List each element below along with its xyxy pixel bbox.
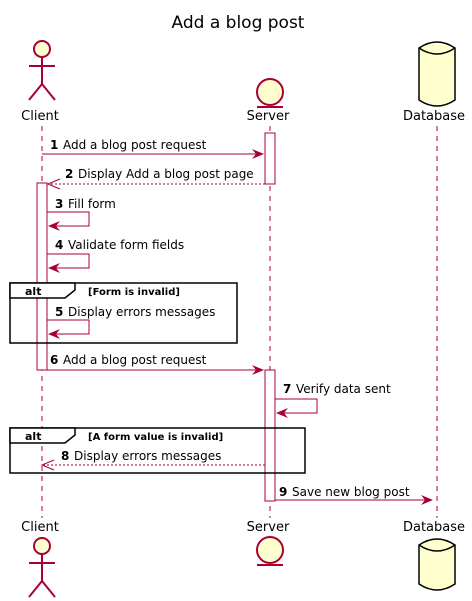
alt-fragment-2 [9,427,306,474]
message-8-number: 8 [61,449,69,463]
message-7-label: Verify data sent [296,382,391,396]
message-5 [47,319,90,339]
server-activation-1 [264,132,276,185]
message-1 [42,149,264,159]
message-3-number: 3 [55,197,63,211]
database-label-bottom: Database [403,520,465,535]
alt-fragment-2-guard: [A form value is invalid] [88,432,223,443]
client-label-top: Client [21,109,59,124]
alt-fragment-1 [9,282,238,344]
message-5-label: Display errors messages [68,305,215,319]
server-activation-2 [264,369,276,502]
message-6-label: Add a blog post request [63,353,207,367]
database-label-top: Database [403,109,465,124]
message-6-number: 6 [50,353,58,367]
database-icon-bottom [418,538,456,591]
message-8-label: Display errors messages [74,449,221,463]
message-7 [275,398,318,418]
message-3 [47,211,90,231]
server-label-top: Server [247,109,290,124]
message-3-label: Fill form [68,197,116,211]
database-icon-top [418,41,456,107]
message-4-label: Validate form fields [68,238,184,252]
server-label-bottom: Server [247,520,290,535]
message-4 [47,253,90,273]
server-entity-bottom [256,536,284,566]
alt-fragment-1-guard: [Form is invalid] [88,287,180,298]
client-activation [36,182,48,371]
alt-fragment-2-keyword: alt [25,430,41,443]
message-1-number: 1 [50,138,58,152]
message-1-label: Add a blog post request [63,138,207,152]
message-6 [42,365,264,375]
message-9-number: 9 [279,485,287,499]
message-2-number: 2 [65,167,73,181]
client-actor-bottom [28,537,56,598]
message-2-label: Display Add a blog post page [78,167,254,181]
server-entity-top [256,78,284,108]
message-5-number: 5 [55,305,63,319]
alt-fragment-1-keyword: alt [25,285,41,298]
message-9-label: Save new blog post [292,485,410,499]
message-9 [275,495,433,505]
client-actor-top [28,40,56,101]
message-2 [46,178,265,190]
client-label-bottom: Client [21,520,59,535]
diagram-title: Add a blog post [172,13,305,33]
message-4-number: 4 [55,238,63,252]
message-8 [40,459,265,471]
message-7-number: 7 [283,382,291,396]
